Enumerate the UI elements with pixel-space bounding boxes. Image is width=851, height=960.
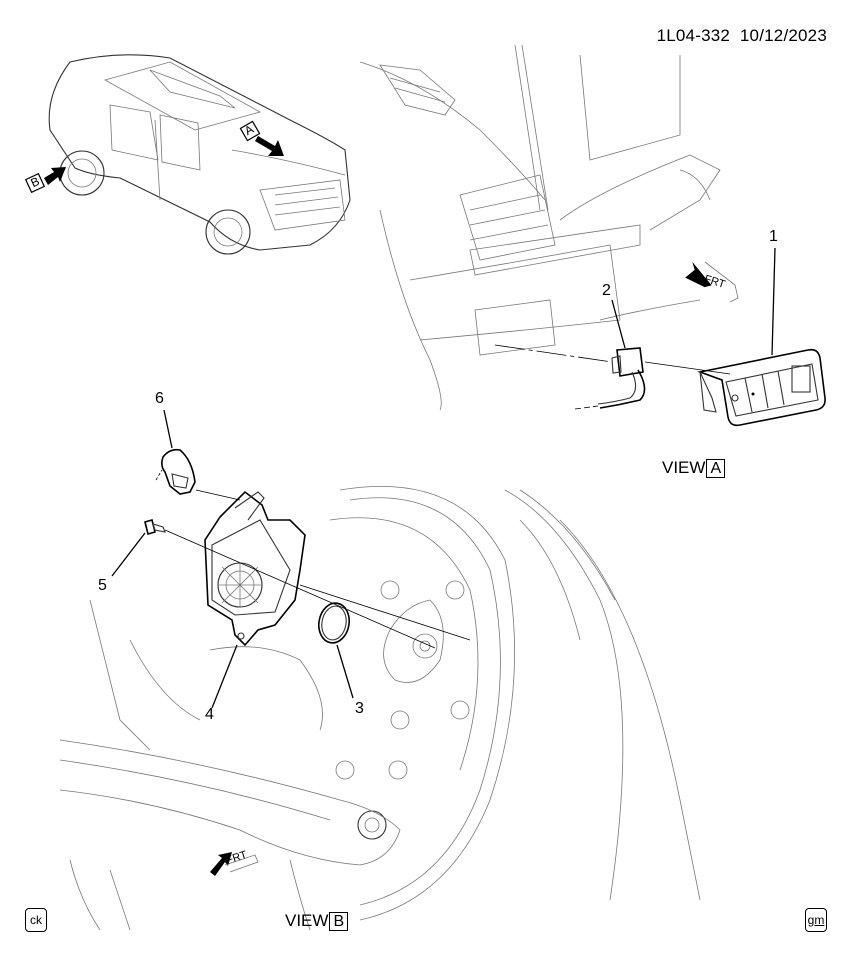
callout-1: 1 xyxy=(769,228,778,245)
ck-badge: ck xyxy=(25,908,47,932)
view-a-text: VIEW xyxy=(662,458,706,477)
illustration-id: 1L04-332 xyxy=(656,26,731,45)
view-b-letter: B xyxy=(329,911,349,931)
callout-3: 3 xyxy=(355,700,364,717)
illustration-date: 10/12/2023 xyxy=(739,26,827,45)
gm-logo-badge: gm xyxy=(805,908,827,932)
vehicle-overview xyxy=(24,54,351,255)
callout-2: 2 xyxy=(602,282,611,299)
callout-5: 5 xyxy=(98,577,107,594)
view-b-art xyxy=(59,448,701,931)
callout-6: 6 xyxy=(155,390,164,407)
view-a-letter: A xyxy=(706,458,726,478)
callout-4: 4 xyxy=(205,706,214,723)
view-b-text: VIEW xyxy=(285,911,329,930)
view-a-art xyxy=(359,44,826,427)
illustration-header: 1L04-332 10/12/2023 xyxy=(657,26,827,46)
leader-lines xyxy=(111,247,776,709)
